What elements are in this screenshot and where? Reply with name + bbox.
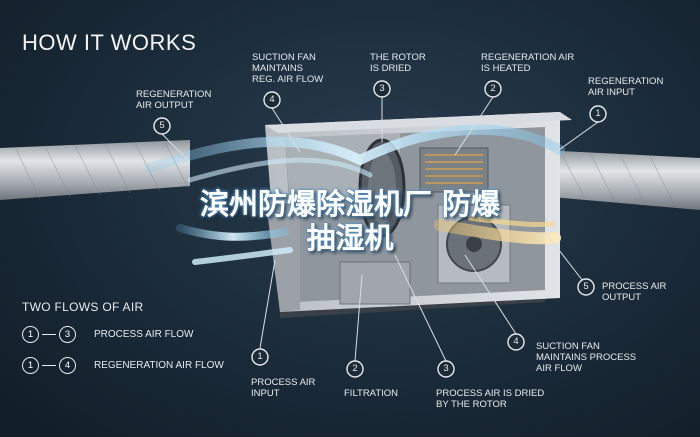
callout-number: 5 [159, 120, 165, 131]
callout-regeneration-air-input: REGENERATION AIR INPUT [588, 76, 664, 98]
flow-legend-regeneration: 1 4 REGENERATION AIR FLOW [22, 357, 224, 374]
flow-label: PROCESS AIR FLOW [94, 329, 194, 340]
callout-number: 4 [513, 336, 519, 347]
flow-dash [42, 365, 56, 366]
flow-to-badge: 4 [59, 357, 76, 374]
callout-number: 3 [379, 83, 385, 94]
flow-from-badge: 1 [22, 326, 39, 343]
left-duct [0, 140, 190, 200]
callout-filtration: FILTRATION [344, 388, 399, 399]
callout-rotor-dried: THE ROTOR IS DRIED [370, 52, 426, 74]
overlay-text-line1: 滨州防爆除湿机厂 防爆 [199, 187, 501, 221]
flow-label: REGENERATION AIR FLOW [94, 360, 224, 371]
overlay-text-line2: 抽湿机 [306, 221, 394, 255]
flow-legend-process: 1 3 PROCESS AIR FLOW [22, 326, 193, 343]
callout-number: 5 [583, 281, 589, 292]
flow-to-badge: 3 [59, 326, 76, 343]
page-title: HOW IT WORKS [22, 30, 197, 55]
callout-suction-fan-reg: SUCTION FAN MAINTAINS REG. AIR FLOW [252, 52, 324, 85]
callout-process-air-dried: PROCESS AIR IS DRIED BY THE ROTOR [436, 388, 545, 410]
callout-number: 4 [269, 94, 275, 105]
callout-number: 3 [443, 363, 449, 374]
flow-dash [42, 334, 56, 335]
flows-title: TWO FLOWS OF AIR [22, 300, 144, 314]
callout-regeneration-air-output: REGENERATION AIR OUTPUT [136, 89, 212, 111]
callout-number: 1 [595, 108, 601, 119]
callout-process-air-output: PROCESS AIR OUTPUT [602, 281, 667, 303]
regeneration-flow [145, 124, 565, 173]
heated-flow [434, 219, 561, 245]
callout-suction-fan-process: SUCTION FAN MAINTAINS PROCESS AIR FLOW [536, 341, 637, 374]
right-duct [540, 150, 700, 210]
callout-number: 1 [257, 351, 263, 362]
callout-number: 2 [352, 363, 358, 374]
flow-from-badge: 1 [22, 357, 39, 374]
callout-regeneration-heated: REGENERATION AIR IS HEATED [481, 52, 575, 74]
process-flow [176, 224, 289, 241]
callout-number: 2 [490, 83, 496, 94]
callout-process-air-input: PROCESS AIR INPUT [251, 377, 316, 399]
